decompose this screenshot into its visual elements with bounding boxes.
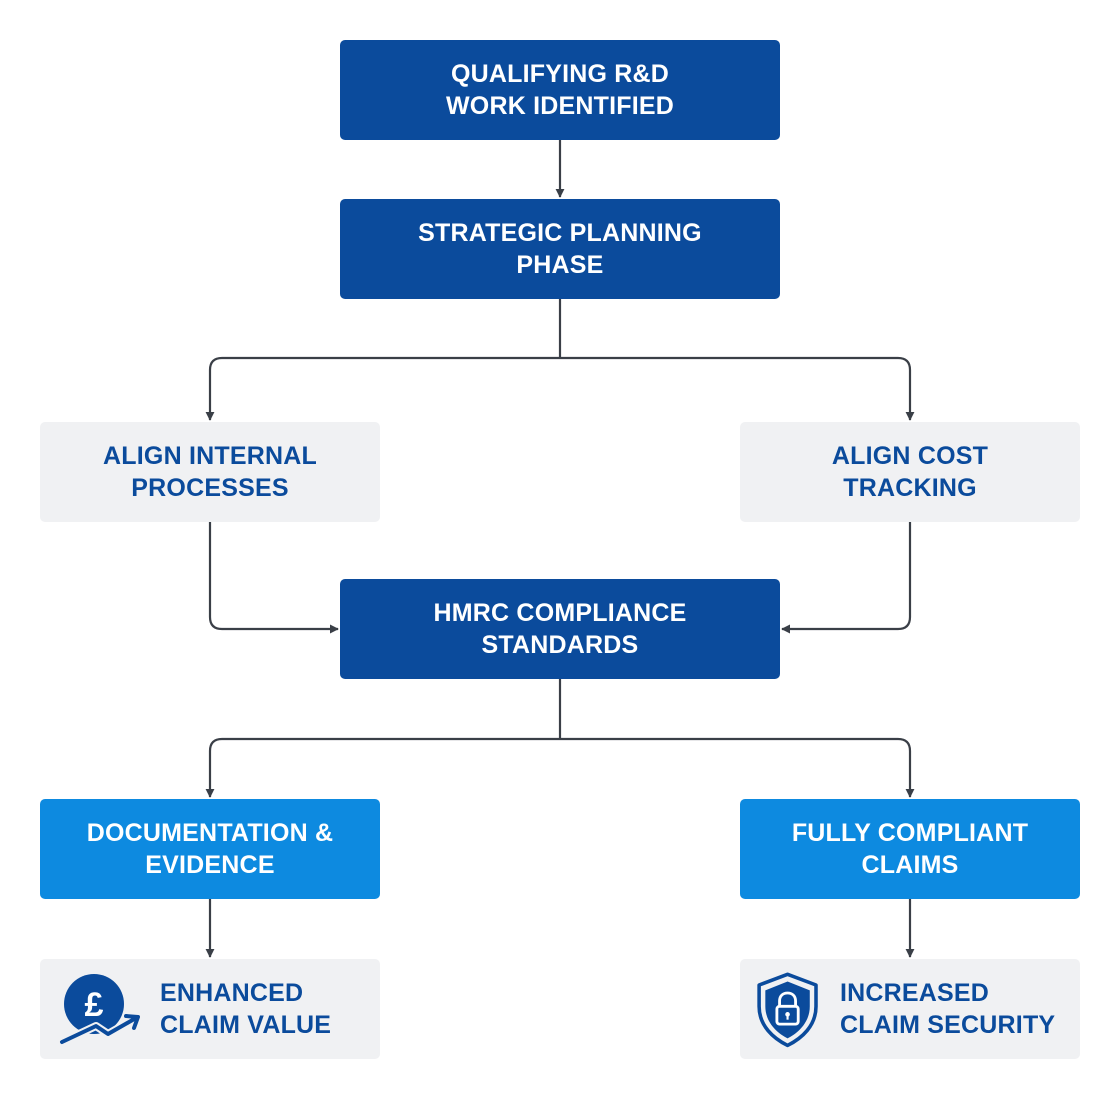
pound-symbol: £ bbox=[84, 986, 103, 1024]
node-qualifying-work-label: QUALIFYING R&D WORK IDENTIFIED bbox=[446, 60, 674, 120]
node-increased-claim-security: INCREASED CLAIM SECURITY bbox=[740, 959, 1080, 1059]
connector-hmrc-to-documentation bbox=[205, 737, 560, 798]
node-enhanced-claim-value-label: ENHANCED CLAIM VALUE bbox=[160, 979, 332, 1039]
pound-growth-icon: £ bbox=[60, 974, 140, 1046]
node-align-internal-processes-label: ALIGN INTERNAL PROCESSES bbox=[103, 442, 317, 502]
node-fully-compliant-claims-label: FULLY COMPLIANT CLAIMS bbox=[791, 819, 1029, 879]
node-enhanced-claim-value: £ ENHANCED CLAIM VALUE bbox=[40, 959, 380, 1059]
node-align-cost-tracking: ALIGN COST TRACKING bbox=[740, 422, 1080, 522]
node-qualifying-work: QUALIFYING R&D WORK IDENTIFIED bbox=[340, 40, 780, 140]
connector-hmrc-to-claims bbox=[560, 737, 915, 798]
connector-cost-to-hmrc bbox=[781, 522, 912, 634]
node-align-internal-processes: ALIGN INTERNAL PROCESSES bbox=[40, 422, 380, 522]
node-strategic-planning: STRATEGIC PLANNING PHASE bbox=[340, 199, 780, 299]
node-hmrc-compliance-label: HMRC COMPLIANCE STANDARDS bbox=[433, 599, 687, 659]
connector-strategic-to-cost bbox=[560, 356, 915, 421]
connector-strategic-to-processes bbox=[205, 356, 560, 421]
node-strategic-planning-label: STRATEGIC PLANNING PHASE bbox=[418, 219, 702, 279]
node-align-cost-tracking-label: ALIGN COST TRACKING bbox=[831, 442, 989, 502]
node-documentation-evidence: DOCUMENTATION & EVIDENCE bbox=[40, 799, 380, 899]
node-documentation-evidence-label: DOCUMENTATION & EVIDENCE bbox=[86, 819, 334, 879]
shield-lock-icon bbox=[757, 972, 818, 1048]
node-increased-claim-security-label: INCREASED CLAIM SECURITY bbox=[840, 979, 1056, 1039]
node-fully-compliant-claims: FULLY COMPLIANT CLAIMS bbox=[740, 799, 1080, 899]
connector-processes-to-hmrc bbox=[208, 522, 339, 634]
node-hmrc-compliance: HMRC COMPLIANCE STANDARDS bbox=[340, 579, 780, 679]
